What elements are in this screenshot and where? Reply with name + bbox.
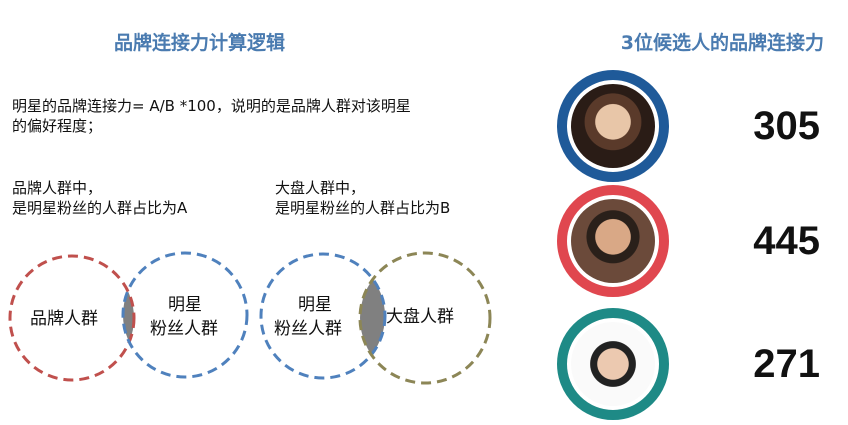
definition-b-line-1: 大盘人群中，	[275, 179, 366, 197]
definition-b: 大盘人群中， 是明星粉丝的人群占比为B	[275, 178, 450, 218]
venn-a-right-label-2: 粉丝人群	[150, 319, 218, 339]
formula-text: 明星的品牌连接力= A/B *100，说明的是品牌人群对该明星 的偏好程度；	[12, 96, 411, 136]
venn-a-left-label: 品牌人群	[30, 309, 98, 329]
venn-b-right-label: 大盘人群	[386, 307, 454, 327]
market-crowd-circle	[358, 251, 492, 385]
definition-a: 品牌人群中， 是明星粉丝的人群占比为A	[12, 178, 187, 218]
venn-a: 品牌人群 明星 粉丝人群	[8, 251, 249, 382]
definition-b-line-2: 是明星粉丝的人群占比为B	[275, 199, 451, 217]
candidate-3-score: 271	[753, 342, 820, 386]
venn-b-left-label-2: 粉丝人群	[274, 319, 342, 339]
candidate-2-avatar	[557, 185, 669, 297]
definition-a-line-1: 品牌人群中，	[12, 179, 103, 197]
formula-line-2: 的偏好程度；	[12, 117, 103, 135]
venn-a-right-label-1: 明星	[168, 295, 202, 315]
portrait-image	[571, 322, 655, 406]
venn-b-left-label-1: 明星	[298, 295, 332, 315]
venn-b: 明星 粉丝人群 大盘人群	[259, 251, 492, 385]
left-title: 品牌连接力计算逻辑	[114, 32, 286, 54]
right-title: 3位候选人的品牌连接力	[620, 32, 824, 54]
candidate-2-score: 445	[753, 219, 820, 263]
candidate-1-score: 305	[753, 104, 820, 148]
candidate-1-avatar	[557, 70, 669, 182]
portrait-image	[571, 84, 655, 168]
definition-a-line-2: 是明星粉丝的人群占比为A	[12, 199, 188, 217]
fan-crowd-circle	[121, 251, 249, 379]
fan-crowd-circle-b	[259, 252, 387, 380]
formula-line-1: 明星的品牌连接力= A/B *100，说明的是品牌人群对该明星	[12, 97, 411, 115]
portrait-image	[571, 199, 655, 283]
venn-diagrams: 品牌人群 明星 粉丝人群 明星 粉丝人群 大盘人群	[8, 251, 492, 385]
brand-crowd-circle	[8, 254, 136, 382]
candidate-3-avatar	[557, 308, 669, 420]
